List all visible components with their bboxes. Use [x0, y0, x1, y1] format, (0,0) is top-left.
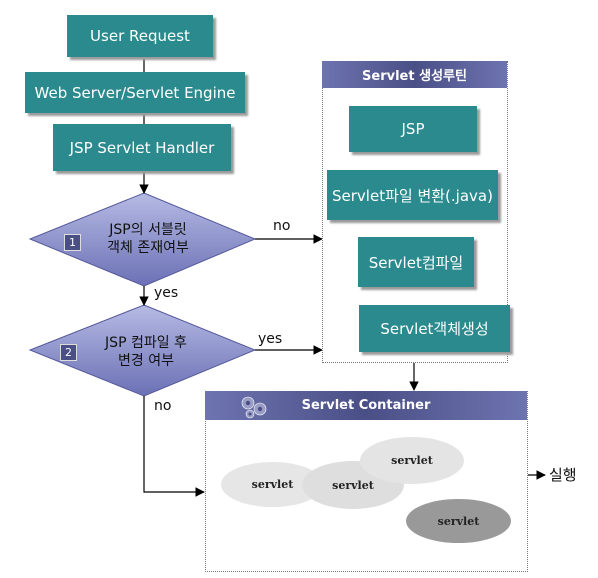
routine-step-convert: Servlet파일 변환(.java)	[327, 170, 498, 220]
decision-text-2: JSP 컴파일 후 변경 여부	[86, 334, 206, 370]
decision-2-line1: JSP 컴파일 후	[105, 335, 187, 351]
decision-1-line2: 객체 존재여부	[107, 240, 189, 256]
routine-step-create: Servlet객체생성	[359, 305, 510, 352]
decision-1-no-label: no	[273, 218, 291, 234]
decision-number-1: 1	[64, 234, 81, 251]
decision-1-line1: JSP의 서블릿	[109, 222, 187, 238]
user-request-box: User Request	[67, 15, 213, 57]
decision-text-1: JSP의 서블릿 객체 존재여부	[88, 221, 208, 257]
gears-icon	[241, 396, 267, 419]
decision-1-yes-label: yes	[154, 285, 179, 301]
decision-number-2: 2	[60, 344, 77, 361]
execute-label: 실행	[549, 466, 577, 484]
servlet-container-title: Servlet Container	[205, 391, 527, 420]
decision-2-no-label: no	[154, 398, 172, 414]
routine-step-jsp: JSP	[349, 106, 477, 152]
servlet-ellipse-3: servlet	[360, 437, 464, 484]
decision-2-line2: 변경 여부	[118, 353, 174, 369]
servlet-routine-title: Servlet 생성루틴	[322, 61, 507, 88]
decision-2-yes-label: yes	[258, 331, 283, 347]
arrow-decision2-no-to-container	[143, 396, 205, 497]
jsp-handler-box: JSP Servlet Handler	[53, 124, 231, 171]
servlet-ellipse-4: servlet	[406, 499, 511, 543]
routine-step-compile: Servlet컴파일	[358, 237, 474, 287]
web-server-box: Web Server/Servlet Engine	[25, 72, 245, 113]
